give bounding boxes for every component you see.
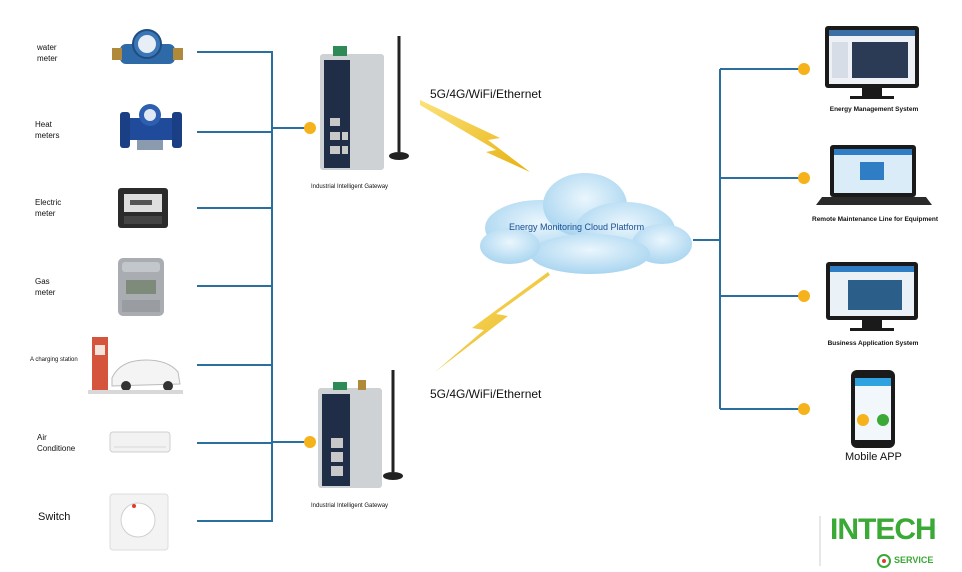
phone-icon [851,370,895,448]
water-meter-icon [112,29,183,64]
network-label-top: 5G/4G/WiFi/Ethernet [430,87,542,101]
device-label-gas-meter: Gas meter [35,277,56,297]
network-label-bottom: 5G/4G/WiFi/Ethernet [430,387,542,401]
gateway-bottom-icon [318,370,403,488]
cloud-icon [480,173,692,274]
system-label-business-application: Business Application System [827,340,919,347]
gateway-top-label: Industrial Intelligent Gateway [311,184,389,190]
device-label-electric-meter: Electric meter [35,198,62,218]
monitor-icon [825,26,919,99]
heat-meter-icon [120,104,182,150]
connection-nodes [304,63,810,448]
device-label-switch: Switch [38,511,71,523]
brand-subtitle: SERVICE [894,555,934,565]
system-label-energy-management: Energy Management System [829,106,919,113]
lightning-icon [420,100,550,372]
system-label-remote-maintenance: Remote Maintenance Line for Equipment [812,216,939,223]
gas-meter-icon [118,258,164,316]
switch-icon [109,493,169,551]
monitor-icon [826,262,918,331]
cloud-platform-label: Energy Monitoring Cloud Platform [509,222,645,232]
system-label-mobile-app: Mobile APP [845,451,902,463]
device-label-water-meter: water meter [37,43,58,63]
charging-station-icon [88,337,183,394]
gateway-bottom-label: Industrial Intelligent Gateway [311,503,389,509]
brand-logo: INTECH [830,513,937,546]
electric-meter-icon [118,188,168,228]
air-conditioner-icon [109,431,171,453]
left-bus-lines [197,51,306,522]
device-label-charging-station: A charging station [30,357,78,363]
service-icon [877,554,891,568]
device-label-air-conditioner: Air Conditione [37,433,76,453]
right-bus-lines [693,68,803,410]
laptop-icon [816,145,932,205]
device-label-heat-meter: Heat meters [35,120,60,140]
gateway-top-icon [320,36,409,170]
